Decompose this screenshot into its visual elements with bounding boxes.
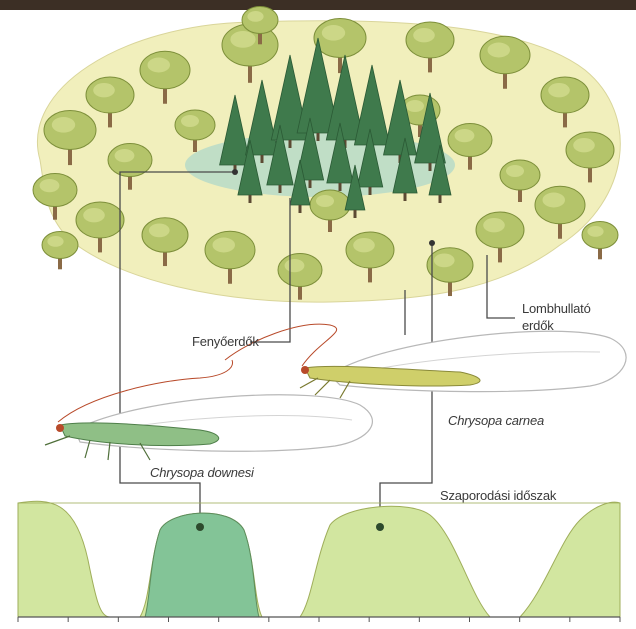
downesi-peak-dot: [196, 523, 204, 531]
leader-dot-conifer: [232, 169, 238, 175]
label-breeding-period: Szaporodási időszak: [440, 488, 556, 503]
label-chrysopa-carnea: Chrysopa carnea: [448, 413, 544, 428]
chart-ticks: [18, 617, 620, 622]
lacewing-carnea: [225, 324, 626, 398]
label-conifers: Fenyőerdők: [192, 334, 259, 349]
label-deciduous-line2: erdők: [522, 318, 554, 333]
downesi-eye: [56, 424, 64, 432]
deciduous-tree: [42, 232, 78, 270]
deciduous-tree: [582, 222, 618, 260]
top-photo-strip: [0, 0, 636, 10]
carnea-peak-dot: [376, 523, 384, 531]
carnea-breeding-curve: [18, 501, 620, 617]
leader-dot-deciduous: [429, 240, 435, 246]
carnea-eye: [301, 366, 309, 374]
label-chrysopa-downesi: Chrysopa downesi: [150, 465, 254, 480]
breeding-chart: [18, 501, 620, 622]
label-deciduous-line1: Lombhullató: [522, 301, 591, 316]
